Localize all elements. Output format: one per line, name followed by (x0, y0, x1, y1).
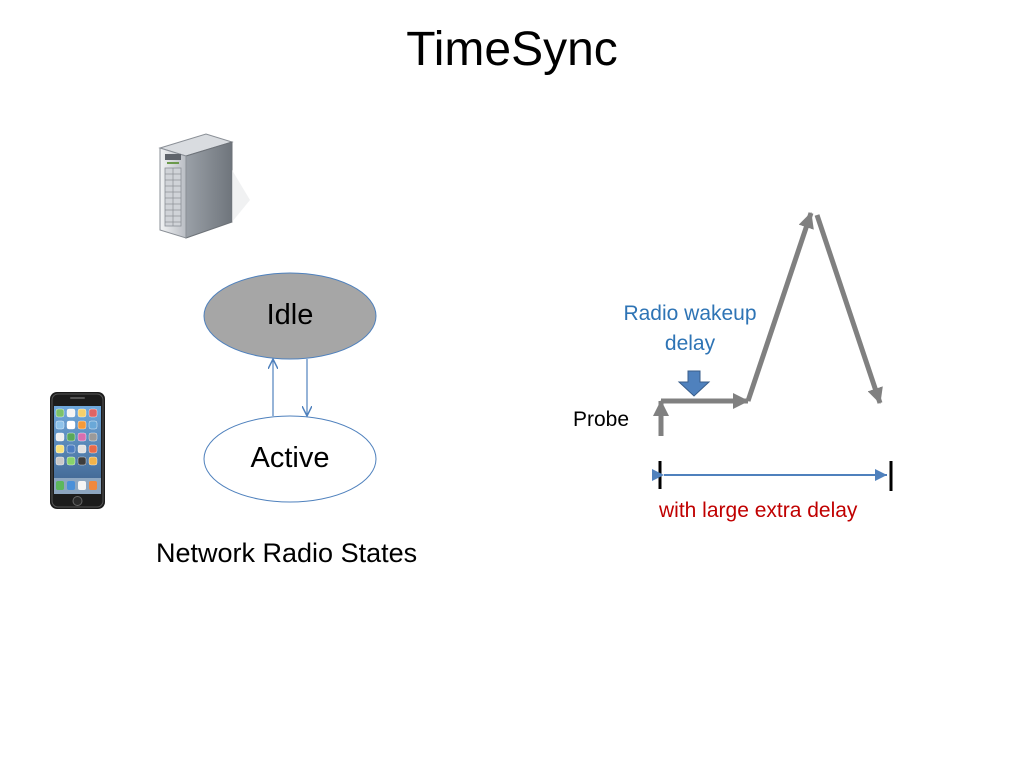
return-signal-arrow (814, 214, 883, 404)
idle-state-label: Idle (266, 299, 314, 331)
server-tower-icon (158, 133, 250, 239)
smartphone-icon (50, 392, 105, 509)
probe-label: Probe (573, 408, 630, 431)
idle-state-node (203, 272, 377, 360)
wakeup-down-arrow (677, 370, 711, 397)
active-state-label: Active (250, 442, 330, 474)
active-state-node (203, 415, 377, 503)
network-radio-states-caption: Network Radio States (156, 538, 418, 568)
extra-delay-label: with large extra delay (659, 499, 858, 522)
outgoing-signal-arrow (745, 212, 814, 402)
slide-title: TimeSync (406, 23, 618, 76)
radio-wakeup-delay-label: Radio wakeup delay (623, 302, 757, 355)
